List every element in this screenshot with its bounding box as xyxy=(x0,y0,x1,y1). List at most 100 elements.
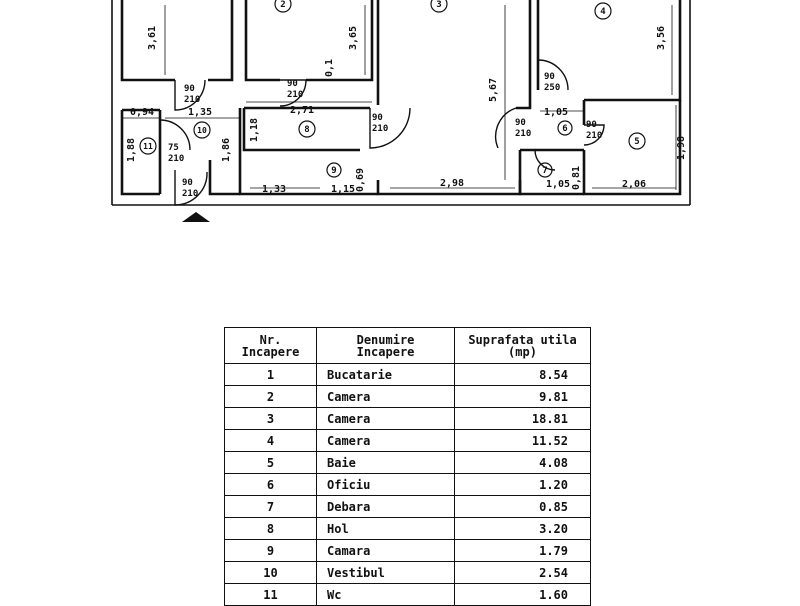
cell-name: Camera xyxy=(316,407,455,430)
room-number-4: 4 xyxy=(594,2,612,20)
room-number-5: 5 xyxy=(628,132,646,150)
door-arc-6 xyxy=(495,107,517,149)
cell-nr: 3 xyxy=(224,407,317,430)
door-label: 210 xyxy=(372,124,388,134)
cell-name: Baie xyxy=(316,451,455,474)
wall-room-8 xyxy=(242,108,360,152)
cell-name: Wc xyxy=(316,583,455,606)
door-label: 210 xyxy=(515,129,531,139)
svg-text:5: 5 xyxy=(634,137,639,147)
entrance-arrow-icon xyxy=(182,212,210,222)
floor-plan: 2 3 4 5 6 7 8 9 10 11 3,61 3,65 5,67 3,5… xyxy=(111,0,691,222)
cell-name: Debara xyxy=(316,495,455,518)
room-number-9: 9 xyxy=(326,162,342,178)
room-number-2: 2 xyxy=(274,0,292,13)
cell-area: 1.20 xyxy=(454,473,591,496)
wall-room-2-right xyxy=(306,0,374,82)
svg-text:6: 6 xyxy=(562,124,567,134)
door-label: 90 xyxy=(586,120,597,130)
dim-label: 1,05 xyxy=(544,107,568,118)
dim-label: 2,06 xyxy=(622,179,646,190)
dim-label: 3,56 xyxy=(656,26,667,50)
dim-label: 1,18 xyxy=(249,118,260,142)
cell-nr: 10 xyxy=(224,561,317,584)
door-label: 250 xyxy=(544,83,560,93)
cell-area: 2.54 xyxy=(454,561,591,584)
cell-nr: 6 xyxy=(224,473,317,496)
cell-area: 8.54 xyxy=(454,363,591,386)
door-label: 90 xyxy=(515,118,526,128)
svg-text:10: 10 xyxy=(197,126,207,135)
dim-label: 1,33 xyxy=(262,184,286,195)
cell-nr: 5 xyxy=(224,451,317,474)
cell-name: Hol xyxy=(316,517,455,540)
dim-label: 1,05 xyxy=(546,179,570,190)
door-label: 210 xyxy=(168,154,184,164)
door-arc-1 xyxy=(174,79,206,111)
svg-text:4: 4 xyxy=(600,7,606,17)
door-arc-11 xyxy=(159,119,191,151)
svg-text:11: 11 xyxy=(143,142,153,151)
svg-text:9: 9 xyxy=(331,166,336,176)
cell-name: Camera xyxy=(316,385,455,408)
door-label: 90 xyxy=(544,72,555,82)
door-label: 210 xyxy=(586,131,602,141)
door-label: 90 xyxy=(287,79,298,89)
cell-nr: 11 xyxy=(224,583,317,606)
door-label: 210 xyxy=(287,90,303,100)
door-label: 75 xyxy=(168,143,179,153)
wall-room-10 xyxy=(208,160,240,196)
cell-area: 3.20 xyxy=(454,517,591,540)
wall-room-2 xyxy=(244,0,280,82)
dim-label: 2,71 xyxy=(290,105,314,116)
header-room-area: Suprafata utila(mp) xyxy=(454,327,591,364)
cell-name: Vestibul xyxy=(316,561,455,584)
dim-label: 2,98 xyxy=(440,178,464,189)
dim-label: 0,1 xyxy=(324,59,335,77)
cell-nr: 8 xyxy=(224,517,317,540)
cell-area: 11.52 xyxy=(454,429,591,452)
svg-text:2: 2 xyxy=(280,0,285,10)
dim-label: 0,69 xyxy=(355,168,366,192)
dim-label: 0,94 xyxy=(130,107,154,118)
header-room-number: Nr.Incapere xyxy=(224,327,317,364)
door-label: 90 xyxy=(372,113,383,123)
room-number-7: 7 xyxy=(537,162,553,178)
dim-label: 3,61 xyxy=(147,26,158,50)
room-number-8: 8 xyxy=(298,120,316,138)
cell-nr: 4 xyxy=(224,429,317,452)
cell-nr: 1 xyxy=(224,363,317,386)
cell-name: Camara xyxy=(316,539,455,562)
room-number-11: 11 xyxy=(139,137,157,155)
svg-text:3: 3 xyxy=(436,0,441,10)
dim-label: 1,35 xyxy=(188,107,212,118)
wall-room-3-right xyxy=(516,0,532,110)
door-arc-5 xyxy=(583,124,605,146)
room-number-10: 10 xyxy=(193,121,211,139)
cell-area: 4.08 xyxy=(454,451,591,474)
cell-area: 1.60 xyxy=(454,583,591,606)
dim-label: 3,65 xyxy=(348,26,359,50)
cell-area: 9.81 xyxy=(454,385,591,408)
cell-area: 1.79 xyxy=(454,539,591,562)
wall-room-11 xyxy=(120,110,160,196)
door-label: 90 xyxy=(184,84,195,94)
wall-room-1-right xyxy=(208,0,234,82)
dim-label: 1,88 xyxy=(126,138,137,162)
door-label: 210 xyxy=(184,95,200,105)
dim-label: 1,98 xyxy=(676,136,687,160)
cell-area: 18.81 xyxy=(454,407,591,430)
cell-name: Bucatarie xyxy=(316,363,455,386)
door-arc-4 xyxy=(537,59,569,91)
